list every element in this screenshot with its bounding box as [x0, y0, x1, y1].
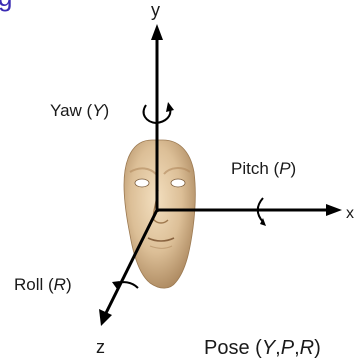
yaw-rotation-icon [142, 102, 174, 125]
pitch-rotation-icon [256, 197, 266, 226]
y-axis-label: y [151, 0, 160, 20]
face-illustration [123, 139, 196, 289]
roll-label: Roll (R) [14, 275, 72, 294]
left-eye [134, 178, 150, 188]
banner-fragment: g [0, 0, 12, 12]
right-eye [170, 178, 186, 188]
x-axis-label: x [346, 205, 354, 222]
yaw-label: Yaw (Y) [50, 101, 109, 120]
pose-label: Pose (Y,P,R) [204, 337, 321, 358]
pitch-label: Pitch (P) [231, 159, 296, 178]
z-axis [99, 209, 159, 326]
roll-rotation-icon [112, 281, 139, 289]
z-axis-label: z [96, 337, 105, 357]
x-axis [157, 204, 342, 216]
